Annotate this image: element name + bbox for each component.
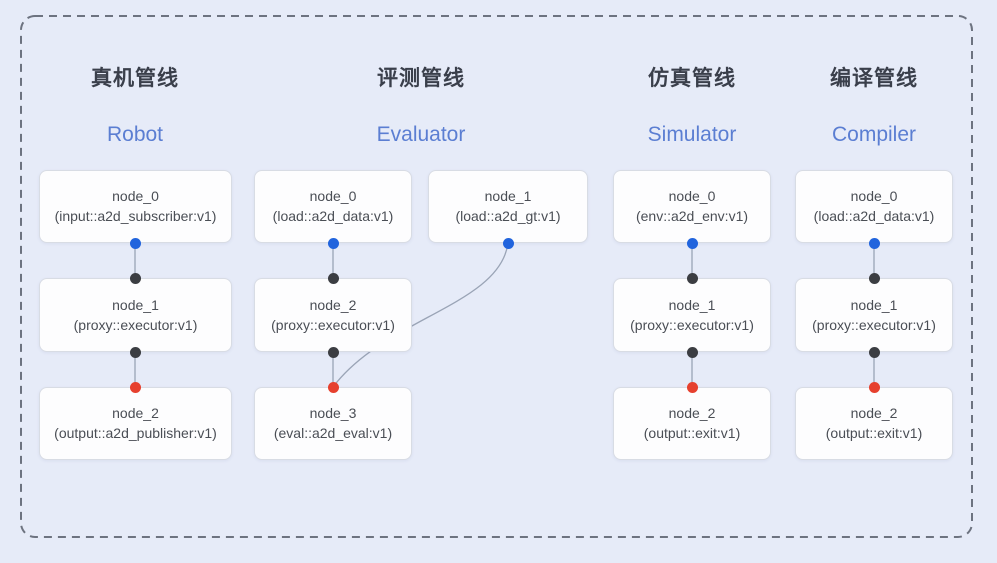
source-port-dot[interactable] <box>686 237 698 249</box>
node-name: node_1 <box>668 296 716 313</box>
node-name: node_2 <box>112 405 159 421</box>
node-type: (load::a2d_data:v1) <box>813 208 935 224</box>
node-simulator-2[interactable]: node_2 (output::exit:v1) <box>613 387 771 460</box>
node-type: (output::a2d_publisher:v1) <box>54 425 217 441</box>
node-type: (proxy::executor:v1) <box>271 316 395 333</box>
executor-port-dot[interactable] <box>327 272 339 284</box>
node-name: node_0 <box>850 188 898 204</box>
node-type: (env::a2d_env:v1) <box>635 208 749 224</box>
executor-port-dot[interactable] <box>868 346 880 358</box>
pipeline-title-simulator-en: Simulator <box>647 123 737 146</box>
node-type: (load::a2d_gt:v1) <box>455 208 561 224</box>
node-type: (input::a2d_subscriber:v1) <box>54 208 217 224</box>
node-simulator-1[interactable]: node_1 (proxy::executor:v1) <box>613 278 771 352</box>
node-evaluator-2[interactable]: node_2 (proxy::executor:v1) <box>254 278 412 352</box>
pipeline-title-robot-zh: 真机管线 <box>91 67 179 90</box>
node-type: (output::exit:v1) <box>825 425 923 441</box>
pipeline-title-simulator-zh: 仿真管线 <box>648 67 736 90</box>
node-type: (eval::a2d_eval:v1) <box>273 425 393 441</box>
node-name: node_2 <box>668 405 716 421</box>
node-compiler-2[interactable]: node_2 (output::exit:v1) <box>795 387 953 460</box>
node-simulator-0[interactable]: node_0 (env::a2d_env:v1) <box>613 170 771 243</box>
source-port-dot[interactable] <box>129 237 141 249</box>
pipeline-title-robot-en: Robot <box>106 123 164 146</box>
node-name: node_1 <box>484 188 532 204</box>
node-robot-1[interactable]: node_1 (proxy::executor:v1) <box>39 278 232 352</box>
pipeline-title-evaluator-zh: 评测管线 <box>377 67 465 90</box>
pipeline-title-compiler-zh: 编译管线 <box>830 67 918 90</box>
node-name: node_0 <box>112 188 159 204</box>
node-type: (output::exit:v1) <box>643 425 741 441</box>
dashed-boundary <box>20 15 973 538</box>
node-evaluator-0[interactable]: node_0 (load::a2d_data:v1) <box>254 170 412 243</box>
executor-port-dot[interactable] <box>129 272 141 284</box>
node-type: (proxy::executor:v1) <box>630 316 754 333</box>
sink-port-dot[interactable] <box>327 381 339 393</box>
node-type: (proxy::executor:v1) <box>812 316 936 333</box>
source-port-dot[interactable] <box>327 237 339 249</box>
executor-port-dot[interactable] <box>686 346 698 358</box>
node-robot-0[interactable]: node_0 (input::a2d_subscriber:v1) <box>39 170 232 243</box>
node-name: node_0 <box>668 188 716 204</box>
source-port-dot[interactable] <box>502 237 514 249</box>
sink-port-dot[interactable] <box>129 381 141 393</box>
node-compiler-1[interactable]: node_1 (proxy::executor:v1) <box>795 278 953 352</box>
executor-port-dot[interactable] <box>686 272 698 284</box>
node-name: node_3 <box>309 405 357 421</box>
sink-port-dot[interactable] <box>686 381 698 393</box>
node-name: node_2 <box>309 296 357 313</box>
node-evaluator-3[interactable]: node_3 (eval::a2d_eval:v1) <box>254 387 412 460</box>
node-type: (load::a2d_data:v1) <box>272 208 394 224</box>
node-name: node_1 <box>112 296 159 313</box>
node-robot-2[interactable]: node_2 (output::a2d_publisher:v1) <box>39 387 232 460</box>
node-name: node_0 <box>309 188 357 204</box>
node-name: node_1 <box>850 296 898 313</box>
node-type: (proxy::executor:v1) <box>73 316 198 333</box>
curved-edge-gt-to-eval <box>332 242 509 388</box>
source-port-dot[interactable] <box>868 237 880 249</box>
node-compiler-0[interactable]: node_0 (load::a2d_data:v1) <box>795 170 953 243</box>
node-name: node_2 <box>850 405 898 421</box>
sink-port-dot[interactable] <box>868 381 880 393</box>
pipeline-title-evaluator-en: Evaluator <box>376 123 466 146</box>
executor-port-dot[interactable] <box>129 346 141 358</box>
executor-port-dot[interactable] <box>327 346 339 358</box>
node-evaluator-1[interactable]: node_1 (load::a2d_gt:v1) <box>428 170 588 243</box>
pipeline-title-compiler-en: Compiler <box>831 123 917 146</box>
executor-port-dot[interactable] <box>868 272 880 284</box>
